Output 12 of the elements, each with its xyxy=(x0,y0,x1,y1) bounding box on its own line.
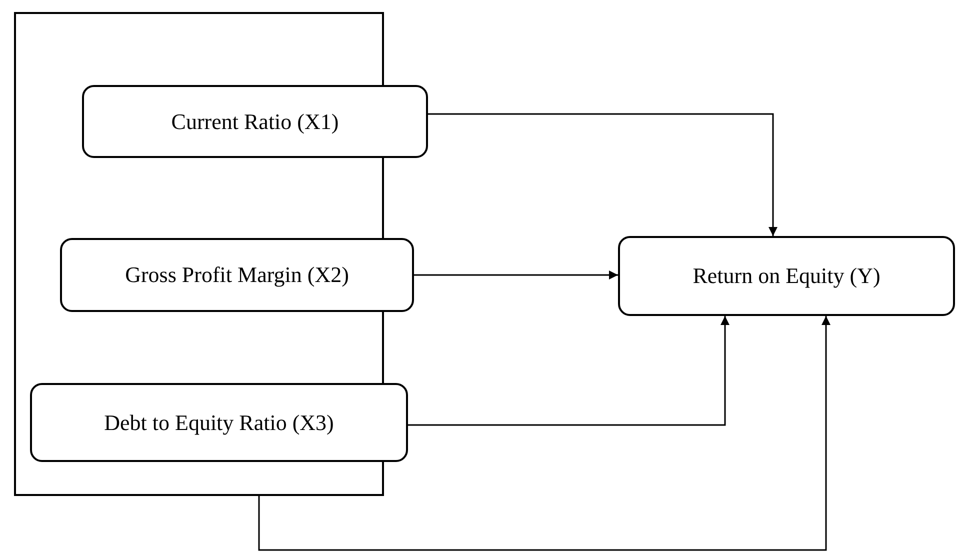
arrow xyxy=(258,316,830,551)
box-label: Gross Profit Margin (X2) xyxy=(125,262,349,288)
box-label: Debt to Equity Ratio (X3) xyxy=(104,410,334,436)
arrow xyxy=(428,113,778,236)
variable-box xyxy=(82,85,428,158)
box-label: Return on Equity (Y) xyxy=(692,263,880,289)
variable-box xyxy=(60,238,414,312)
arrow xyxy=(408,316,730,426)
variable-box xyxy=(618,236,955,316)
arrow xyxy=(414,270,618,280)
box-label: Current Ratio (X1) xyxy=(171,108,339,134)
variable-box xyxy=(30,383,408,462)
